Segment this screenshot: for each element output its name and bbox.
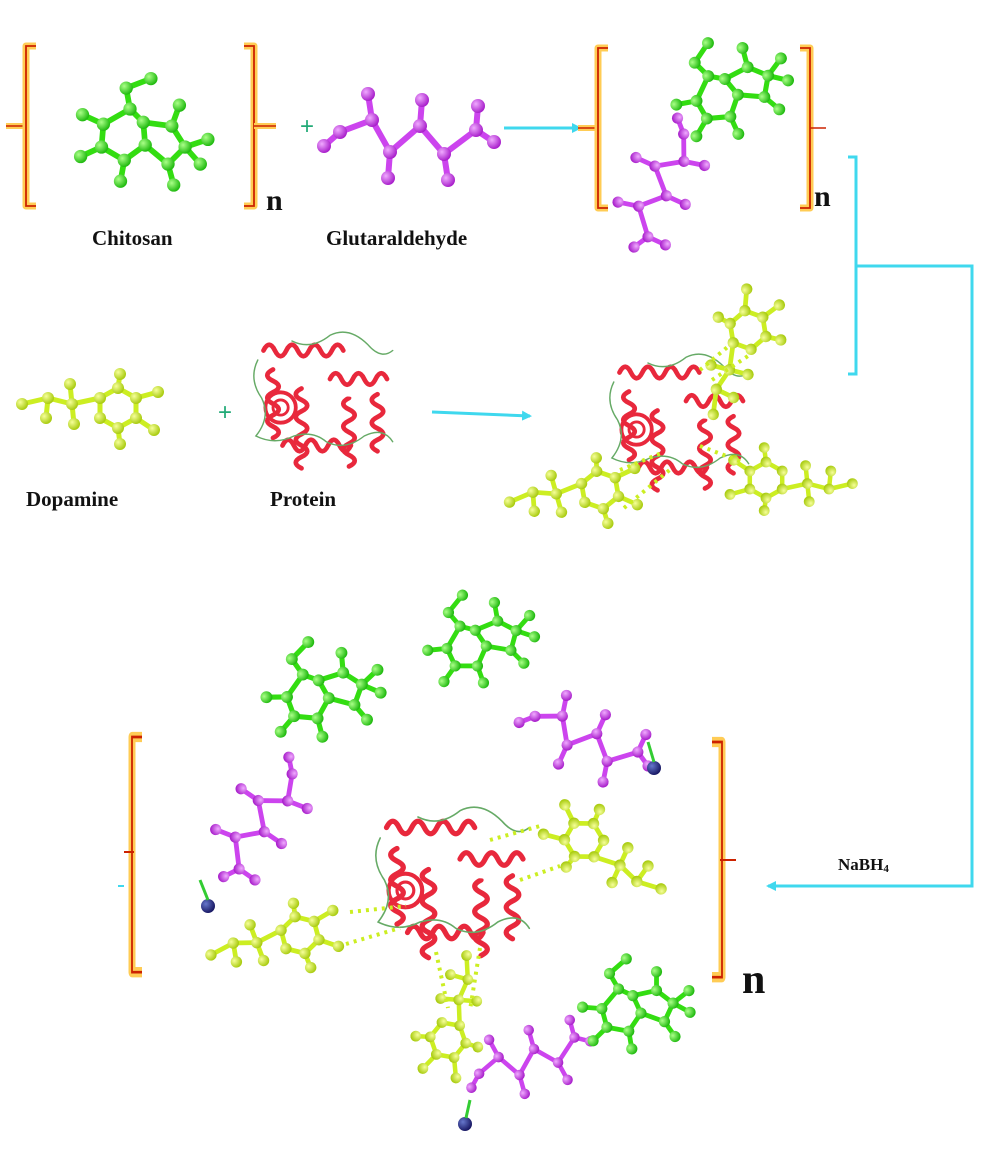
reducing-agent-label: NaBH4 xyxy=(838,855,889,875)
plus-sign-2: + xyxy=(218,399,232,426)
glutaraldehyde-molecule xyxy=(317,87,501,187)
protein-label: Protein xyxy=(270,487,337,511)
merge-bracket xyxy=(848,155,858,376)
dopamine-label: Dopamine xyxy=(26,487,119,511)
repeat-unit-label-2: n xyxy=(814,180,831,213)
reaction-arrow-2 xyxy=(431,410,532,421)
final-product xyxy=(118,564,736,1131)
protein-structure xyxy=(254,332,393,468)
chitosan-molecule xyxy=(74,72,215,192)
chitosan-repeat-unit xyxy=(6,46,276,206)
reducing-agent-subscript: 4 xyxy=(883,863,889,875)
chitosan-glutaraldehyde-product xyxy=(578,6,826,268)
reducing-agent-formula: NaBH xyxy=(838,855,884,874)
repeat-unit-label-3: n xyxy=(742,957,766,1003)
dopamine-molecule xyxy=(16,368,164,450)
plus-sign-1: + xyxy=(300,113,314,140)
glutaraldehyde-label: Glutaraldehyde xyxy=(326,226,468,250)
reaction-arrow-3 xyxy=(766,264,974,891)
chitosan-label: Chitosan xyxy=(92,226,173,250)
repeat-unit-label-1: n xyxy=(266,184,283,217)
dopamine-protein-conjugate xyxy=(498,276,858,546)
